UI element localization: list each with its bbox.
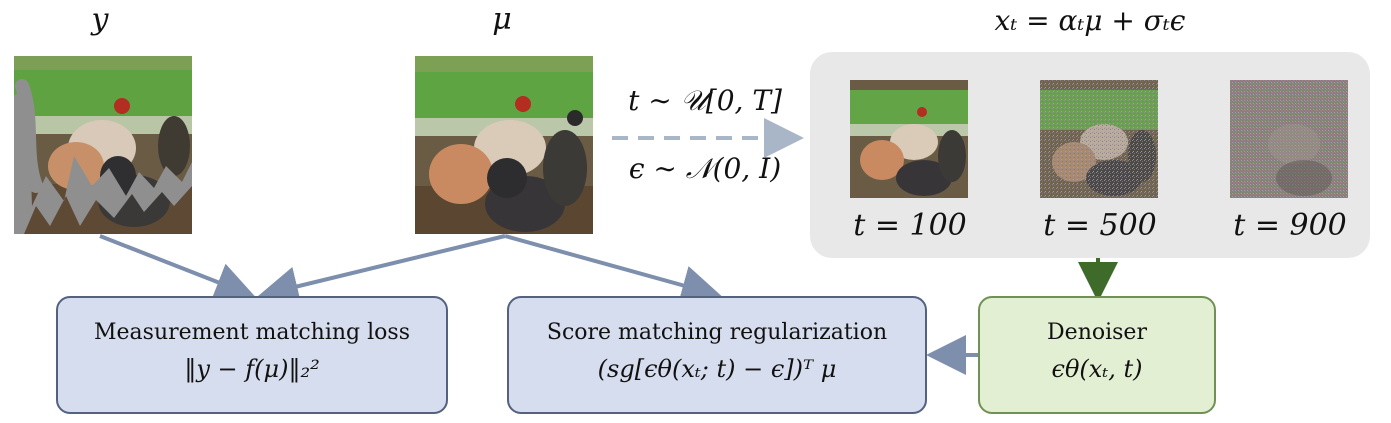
label-y: y [91,2,109,37]
score-regularization-box: Score matching regularization (sg[ϵθ(xₜ;… [507,296,927,414]
measurement-loss-formula: ‖y − f(μ)‖₂² [184,355,320,383]
label-t-sample: t ∼ 𝒰[0, T] [628,84,782,117]
label-t100: t = 100 [853,208,967,243]
denoiser-formula: ϵθ(xₜ, t) [1051,355,1143,383]
label-eps-sample: ϵ ∼ 𝒩(0, I) [628,152,782,185]
arrow-mu-to-score [504,234,722,305]
score-regularization-title: Score matching regularization [546,320,888,345]
label-mu: μ [492,2,512,37]
label-t900: t = 900 [1233,208,1347,243]
noisy-image-t500 [1040,80,1158,198]
label-xt-formula: xₜ = αₜμ + σₜϵ [994,4,1186,37]
arrow-mu-to-measurement [258,234,506,306]
estimate-image-mu [415,56,593,234]
score-regularization-formula: (sg[ϵθ(xₜ; t) − ϵ])ᵀ μ [597,355,837,383]
noisy-image-t900 [1230,80,1348,198]
noisy-image-t100 [850,80,968,198]
measurement-image-y [14,56,192,234]
measurement-loss-box: Measurement matching loss ‖y − f(μ)‖₂² [56,296,448,414]
arrow-y-to-measurement [99,234,256,301]
measurement-loss-title: Measurement matching loss [94,320,410,345]
denoiser-box: Denoiser ϵθ(xₜ, t) [978,296,1216,414]
label-t500: t = 500 [1043,208,1157,243]
denoiser-title: Denoiser [1047,320,1147,345]
